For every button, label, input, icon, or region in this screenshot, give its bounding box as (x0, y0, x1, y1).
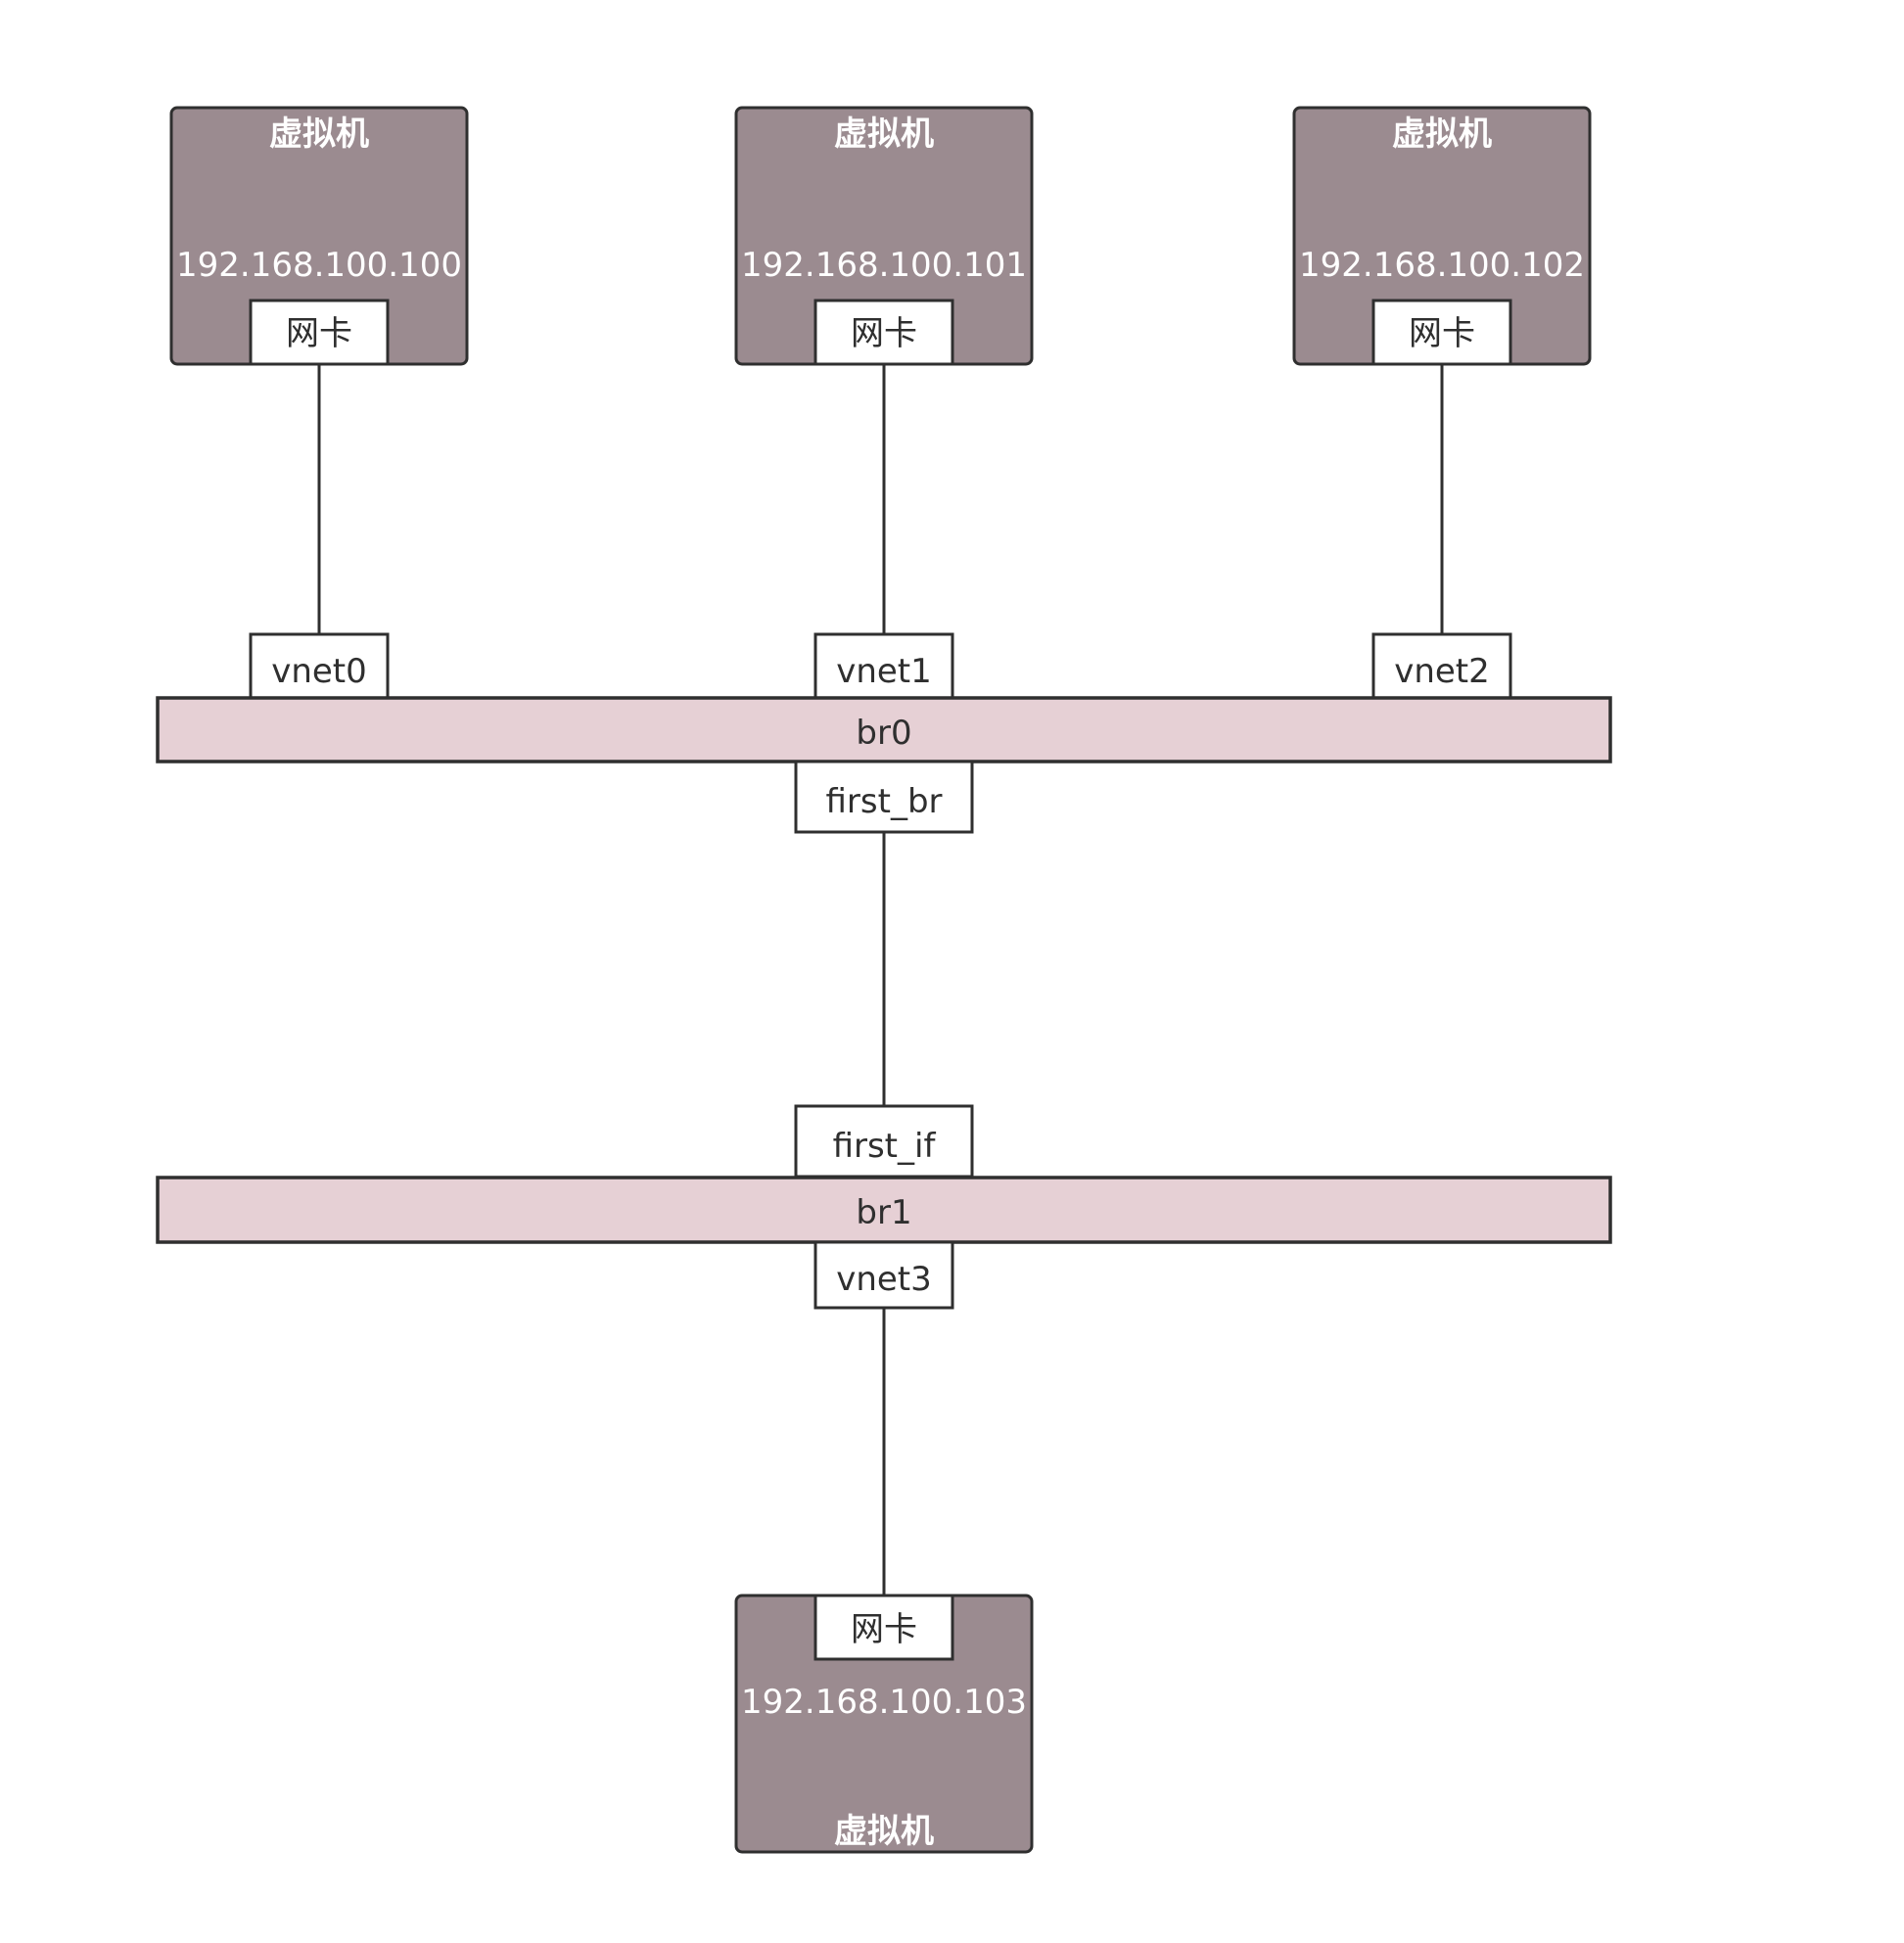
first-if-port-box (794, 1104, 974, 1179)
vm-node-1: 虚拟机 192.168.100.101 网卡 (734, 106, 1034, 366)
vm-node-2: 虚拟机 192.168.100.102 网卡 (1292, 106, 1592, 366)
vm-ip-address: 192.168.100.103 (741, 1683, 1027, 1722)
vnet3-label: vnet3 (836, 1260, 932, 1299)
vnet2-port-box (1371, 632, 1512, 700)
nic-box (1371, 299, 1512, 366)
vm-node-3: 网卡 192.168.100.103 虚拟机 (734, 1594, 1034, 1854)
vnet0-port-box (249, 632, 390, 700)
vm-ip-address: 192.168.100.102 (1299, 246, 1585, 285)
vnet0-label: vnet0 (271, 652, 367, 691)
bridge-br1-label: br1 (856, 1193, 911, 1232)
first-if-label: first_if (833, 1127, 937, 1166)
vm-node-0: 虚拟机 192.168.100.100 网卡 (169, 106, 469, 366)
nic-label: 网卡 (286, 314, 352, 353)
nic-label: 网卡 (851, 314, 917, 353)
nic-box (813, 299, 954, 366)
nic-box (813, 1594, 954, 1661)
vnet2-label: vnet2 (1394, 652, 1490, 691)
first-br-label: first_br (826, 782, 943, 821)
vm-ip-address: 192.168.100.100 (176, 246, 462, 285)
vnet3-port-box (813, 1240, 954, 1310)
first-br-port-box (794, 760, 974, 834)
vnet1-label: vnet1 (836, 652, 932, 691)
bridge-br1 (156, 1176, 1612, 1244)
nic-label: 网卡 (851, 1610, 917, 1649)
vnet1-port-box (813, 632, 954, 700)
vm-title: 虚拟机 (834, 115, 934, 154)
vm-title: 虚拟机 (834, 1812, 934, 1851)
bridge-br0-label: br0 (856, 714, 911, 753)
nic-box (249, 299, 390, 366)
nic-label: 网卡 (1409, 314, 1475, 353)
vm-title: 虚拟机 (269, 115, 369, 154)
vm-title: 虚拟机 (1392, 115, 1492, 154)
bridge-br0 (156, 696, 1612, 763)
vm-ip-address: 192.168.100.101 (741, 246, 1027, 285)
